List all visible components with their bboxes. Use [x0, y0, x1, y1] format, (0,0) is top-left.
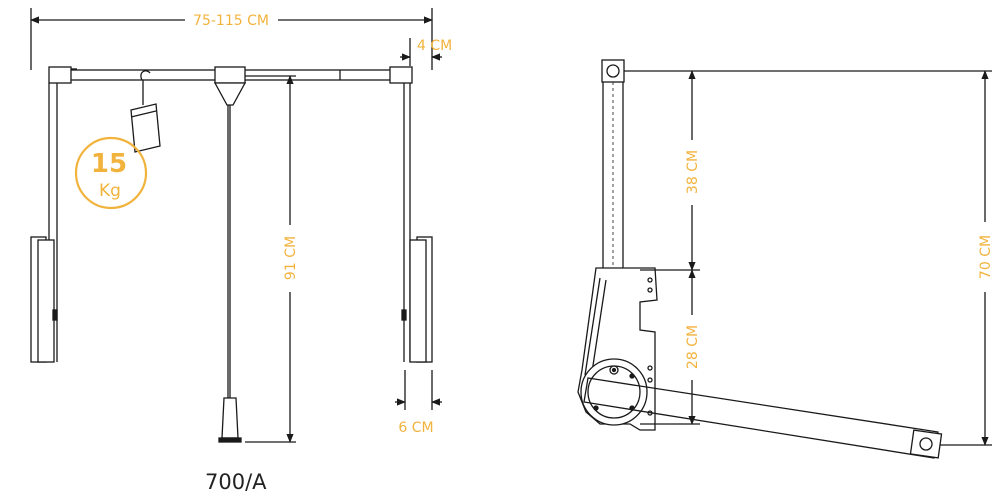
- offset-dimension: [400, 38, 442, 66]
- front-view: [30, 8, 442, 443]
- width-label: 75-115 CM: [193, 13, 269, 29]
- offset-label: 4 CM: [417, 38, 452, 54]
- center-handle: [213, 82, 247, 443]
- lower-length-label: 28 CM: [685, 325, 701, 369]
- right-arm: [401, 83, 433, 363]
- load-value: 15: [91, 149, 127, 179]
- left-arm: [30, 83, 58, 363]
- load-unit: Kg: [99, 181, 121, 201]
- side-view: [577, 59, 992, 459]
- top-bar: [48, 66, 413, 84]
- height-label: 91 CM: [283, 236, 299, 280]
- depth-dimension: [395, 370, 442, 410]
- depth-label: 6 CM: [398, 420, 433, 436]
- upper-length-label: 38 CM: [685, 150, 701, 194]
- hanging-weight: [130, 70, 161, 153]
- total-height-label: 70 CM: [978, 235, 994, 279]
- load-badge: 15 Kg: [74, 136, 148, 210]
- height-dimension: [245, 75, 296, 443]
- model-caption: 700/A: [205, 470, 267, 494]
- swing-arm: [583, 377, 939, 459]
